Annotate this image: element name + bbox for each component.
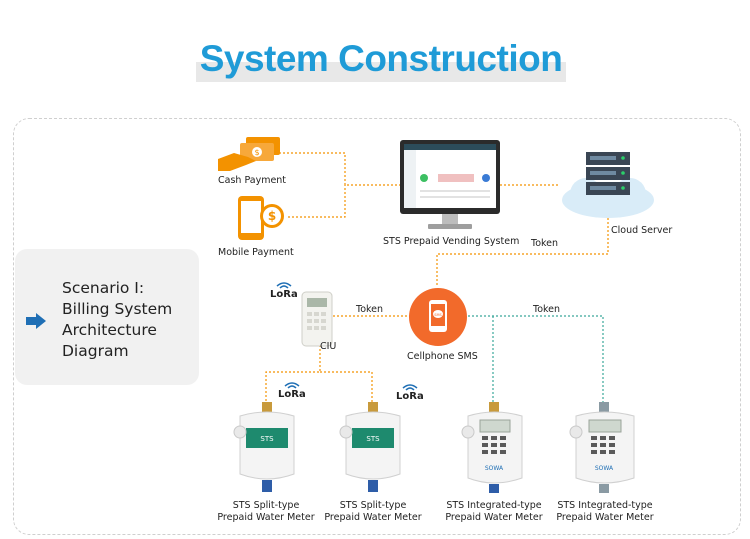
title-underline	[196, 62, 566, 82]
lora-text: LoRa	[270, 289, 298, 300]
mobile-payment-icon: $	[238, 196, 284, 240]
split-meter-icon: STS	[339, 402, 401, 492]
svg-text:$: $	[268, 209, 276, 223]
meter-label: STS Integrated-type Prepaid Water Meter	[550, 500, 660, 524]
meter-label-line: Prepaid Water Meter	[217, 512, 315, 523]
meter-label-line: Prepaid Water Meter	[556, 512, 654, 523]
cloud-server-label: Cloud Server	[611, 225, 673, 236]
meter-label-line: STS Integrated-type	[557, 500, 653, 511]
ciu-device-icon	[301, 291, 333, 347]
edge-ciu-meter1	[265, 345, 321, 402]
scenario-line: Billing System	[62, 300, 173, 318]
meter-brand: SOWA	[485, 465, 504, 472]
meter-face-text: STS	[260, 435, 274, 443]
svg-text:SMS: SMS	[434, 313, 442, 317]
wifi-icon	[284, 382, 300, 389]
lora-badge: LoRa	[276, 382, 308, 404]
edge-sms-meters	[468, 315, 604, 402]
meter-label-line: Prepaid Water Meter	[445, 512, 543, 523]
token-label-server: Token	[531, 238, 559, 249]
edge-ciu-meter2	[320, 371, 373, 402]
ciu-label: CIU	[320, 341, 337, 352]
title-block: System Construction	[196, 38, 566, 84]
meter-label: STS Integrated-type Prepaid Water Meter	[439, 500, 549, 524]
scenario-line: Architecture	[62, 321, 157, 339]
lora-badge: LoRa	[268, 282, 300, 304]
lora-badge: LoRa	[394, 384, 426, 406]
cash-payment-icon: $	[218, 137, 280, 171]
meter-brand: SOWA	[595, 465, 614, 472]
cash-payment-label: Cash Payment	[218, 175, 287, 186]
lora-text: LoRa	[278, 389, 306, 400]
sms-phone-icon: SMS	[409, 288, 467, 346]
split-meter-icon: STS	[233, 402, 295, 492]
meter-face-text: STS	[366, 435, 380, 443]
page-title: System Construction	[199, 38, 563, 79]
token-label-meters: Token	[533, 304, 561, 315]
meter-label: STS Split-type Prepaid Water Meter	[318, 500, 428, 524]
svg-text:$: $	[254, 148, 259, 157]
monitor-icon	[400, 140, 500, 229]
meter-label: STS Split-type Prepaid Water Meter	[211, 500, 321, 524]
cellphone-sms-label: Cellphone SMS	[407, 351, 478, 362]
diagram-frame	[13, 118, 741, 535]
edge-cloud-sms	[436, 218, 609, 287]
wifi-icon	[276, 282, 292, 289]
vending-system-label: STS Prepaid Vending System	[383, 236, 520, 247]
meter-label-line: STS Split-type	[339, 500, 407, 511]
meter-label-line: STS Integrated-type	[446, 500, 542, 511]
token-label-ciu: Token	[356, 304, 384, 315]
mobile-payment-label: Mobile Payment	[218, 247, 294, 258]
scenario-text: Scenario I: Billing System Architecture …	[62, 278, 202, 362]
cloud-server-icon	[562, 152, 654, 218]
wifi-icon	[402, 384, 418, 391]
arrow-right-icon	[26, 313, 46, 329]
integrated-meter-icon: SOWA	[461, 402, 523, 493]
integrated-meter-icon: SOWA	[569, 402, 635, 493]
scenario-line: Diagram	[62, 342, 129, 360]
scenario-panel	[15, 249, 199, 385]
scenario-title: Scenario I:	[62, 279, 145, 297]
meter-label-line: Prepaid Water Meter	[324, 512, 422, 523]
meter-label-line: STS Split-type	[232, 500, 300, 511]
lora-text: LoRa	[396, 391, 424, 402]
edge-cash-vending	[275, 152, 400, 186]
